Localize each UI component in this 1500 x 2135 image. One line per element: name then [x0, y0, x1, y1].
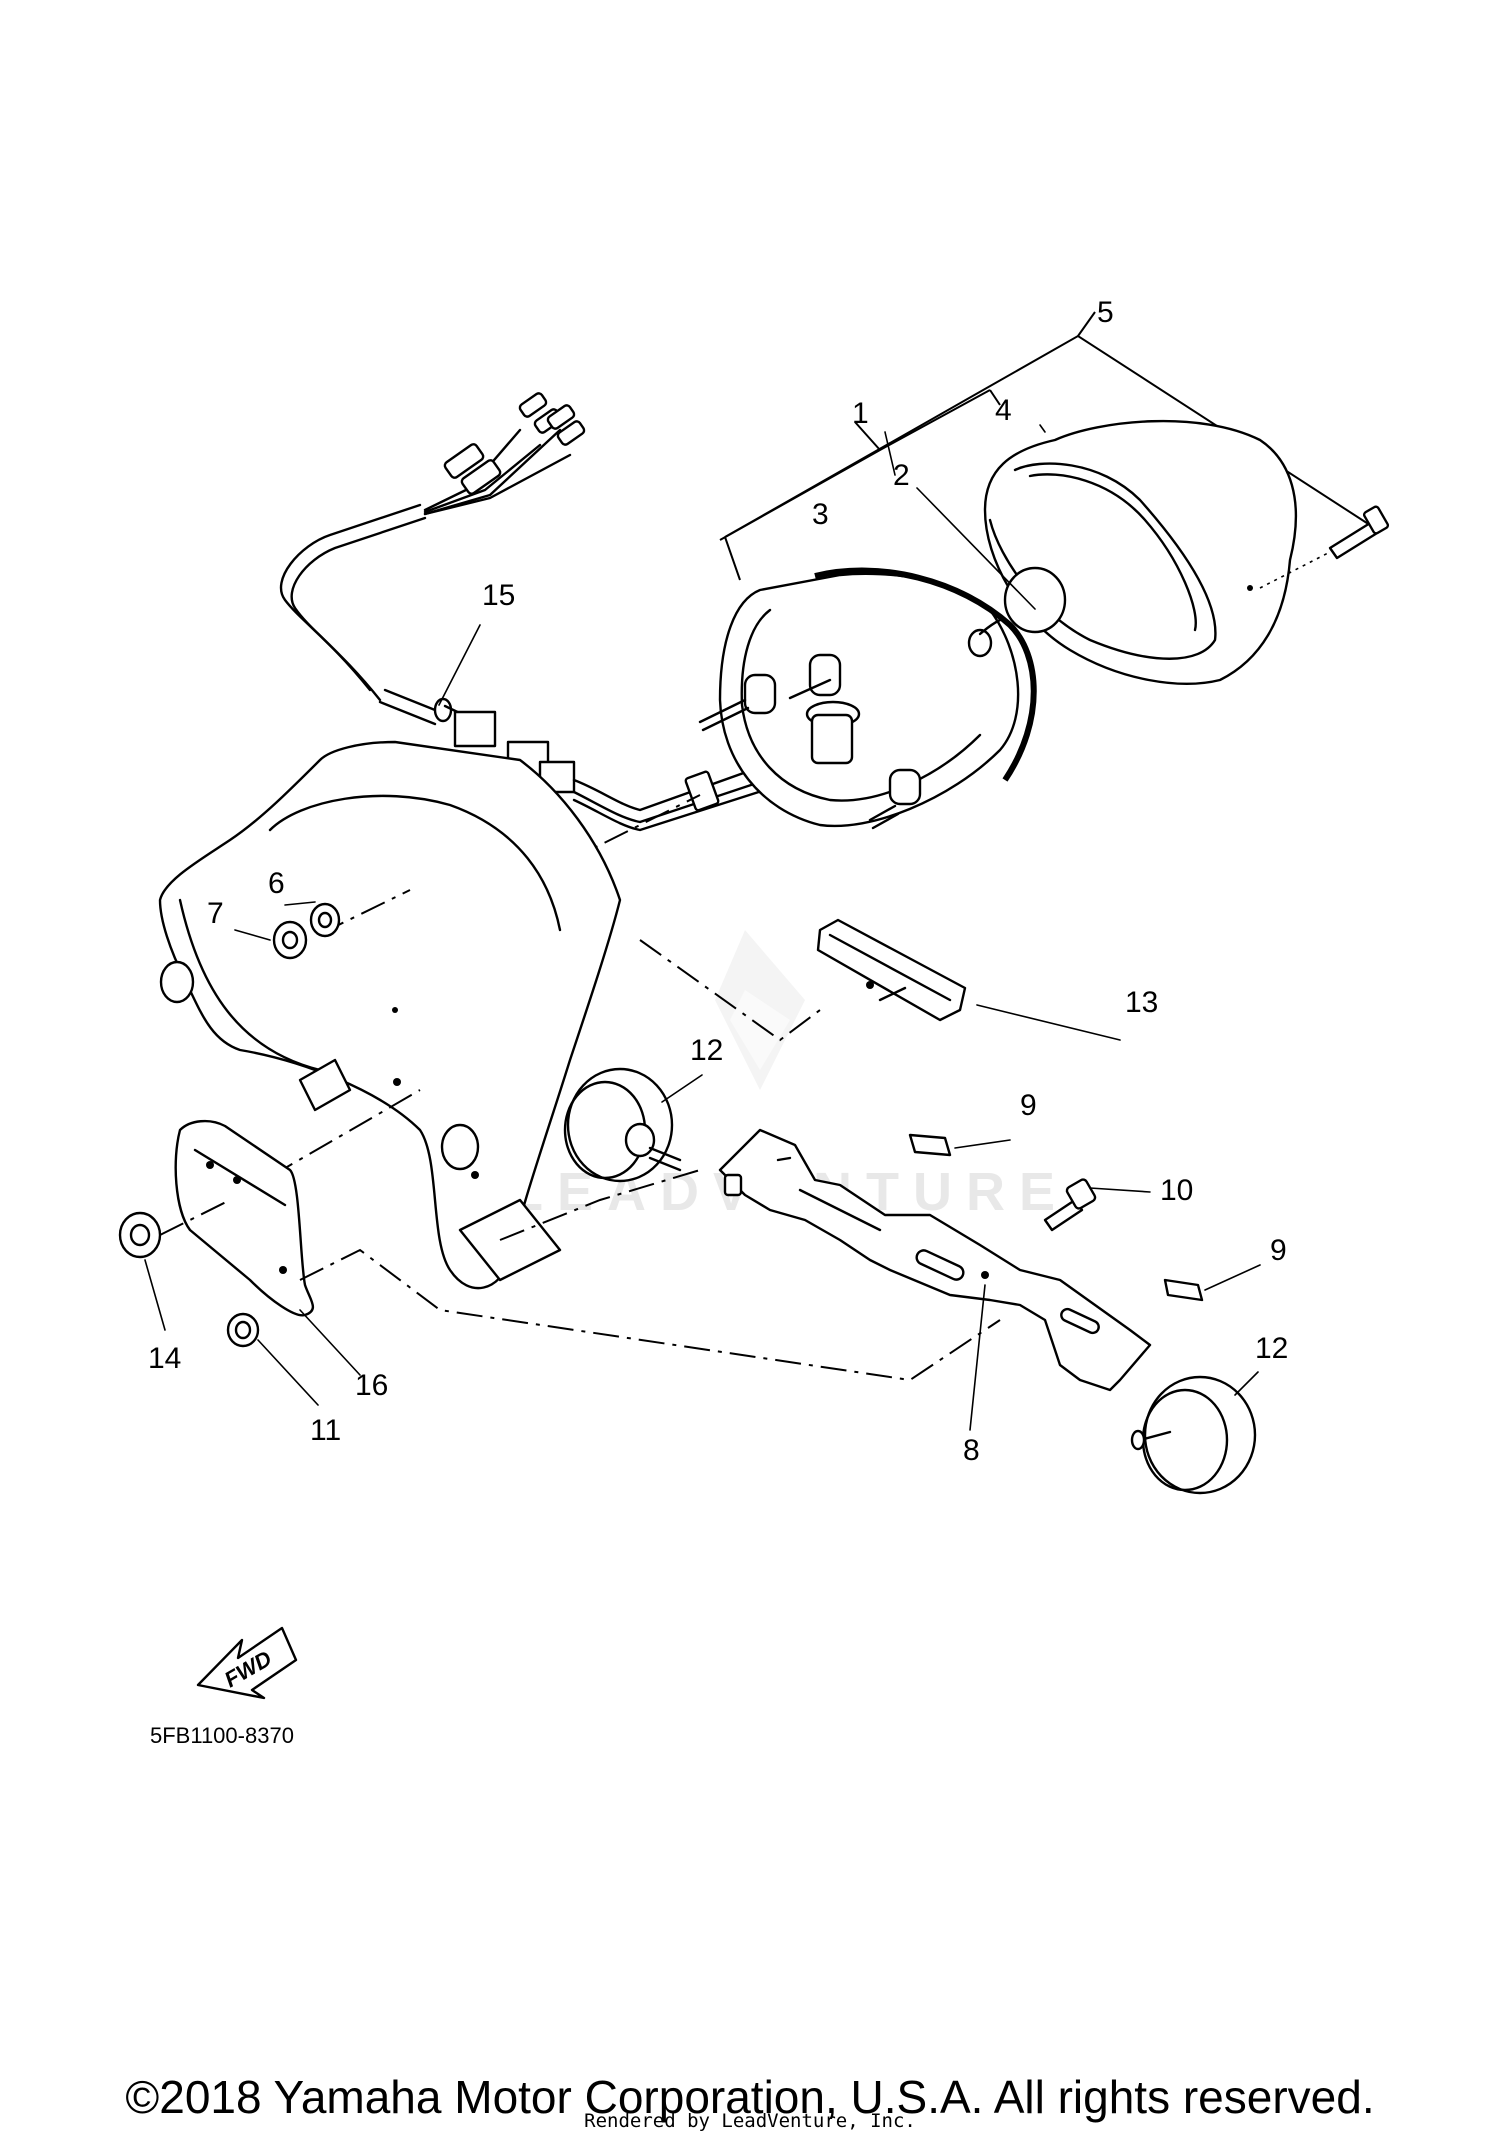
bolt-10 [1043, 1178, 1097, 1232]
license-light [639, 918, 967, 1042]
tail-light-lens [978, 419, 1390, 685]
callout-1: 1 [852, 397, 869, 430]
reflector-12-left [563, 1067, 682, 1183]
bracket-16 [174, 1119, 315, 1317]
catalog-number: 5FB1100-8370 [150, 1723, 294, 1748]
wire-harness [279, 392, 792, 832]
callout-12-right: 12 [1255, 1332, 1288, 1365]
watermark-logo [715, 930, 805, 1090]
fwd-arrow-icon: FWD [196, 1626, 298, 1700]
callout-3: 3 [812, 498, 829, 531]
plate-9-top [908, 1133, 952, 1157]
plate-9-right [1163, 1278, 1204, 1302]
callout-5: 5 [1097, 296, 1114, 329]
callout-13: 13 [1125, 986, 1158, 1019]
rendered-by-notice: Rendered by LeadVenture, Inc. [584, 2110, 916, 2132]
nut-11 [226, 1312, 260, 1348]
bracket-8 [718, 1128, 1152, 1392]
callout-leaders [144, 424, 1261, 1431]
assembly-lines [159, 1169, 1001, 1382]
nut-7 [272, 920, 308, 960]
reflector-12-right [1130, 1375, 1257, 1495]
washer-6 [309, 902, 341, 938]
callout-4: 4 [995, 394, 1012, 427]
nut-14 [118, 1211, 162, 1259]
callout-7: 7 [207, 897, 224, 930]
callout-15: 15 [482, 579, 515, 612]
callout-labels: 1 2 3 4 5 6 7 8 9 9 10 11 12 12 13 14 15… [148, 296, 1288, 1467]
tail-light-base [439, 567, 1037, 926]
callout-14: 14 [148, 1342, 181, 1375]
callout-2: 2 [893, 459, 910, 492]
callout-6: 6 [268, 867, 285, 900]
callout-8: 8 [963, 1434, 980, 1467]
callout-11: 11 [310, 1414, 341, 1447]
rear-fender-housing [158, 740, 622, 1290]
connector-female [453, 710, 497, 748]
callout-16: 16 [355, 1369, 388, 1402]
callout-9-top: 9 [1020, 1089, 1037, 1122]
callout-12-left: 12 [690, 1034, 723, 1067]
callout-10: 10 [1160, 1174, 1193, 1207]
copyright-notice: ©2018 Yamaha Motor Corporation, U.S.A. A… [125, 2071, 1375, 2123]
callout-9-right: 9 [1270, 1234, 1287, 1267]
